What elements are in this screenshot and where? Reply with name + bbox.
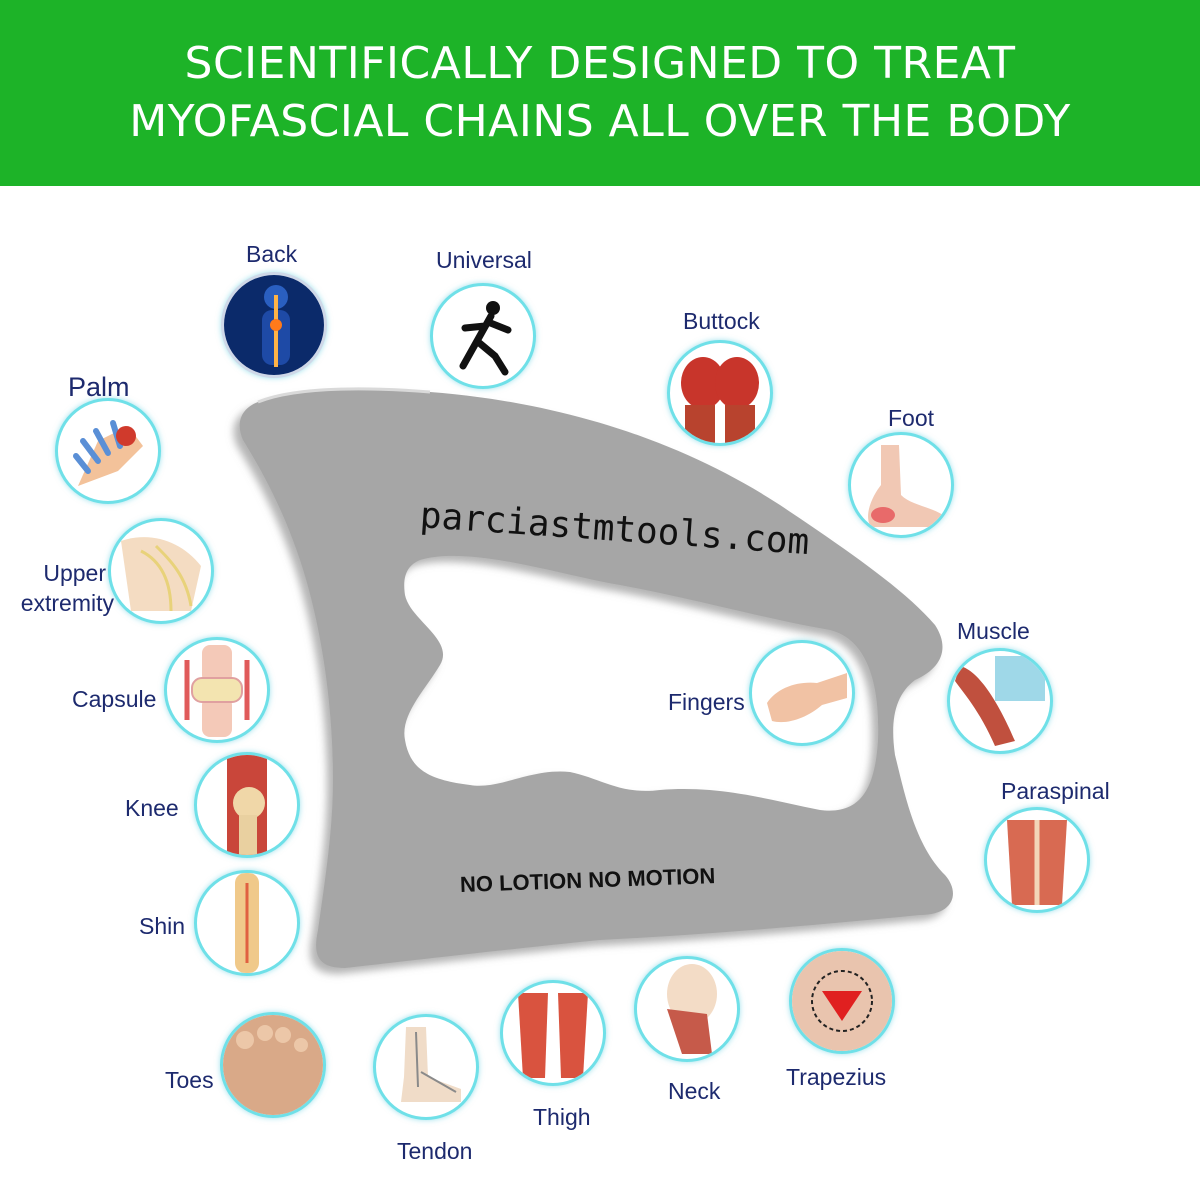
label-upper-extremity: Upper extremity <box>4 558 114 618</box>
label-back: Back <box>246 241 298 267</box>
label-upper-line-1: Upper <box>43 560 106 586</box>
palm-thumbnail <box>55 398 161 504</box>
muscle-thumbnail <box>947 648 1053 754</box>
back-thumbnail <box>221 272 327 378</box>
shin-thumbnail <box>194 870 300 976</box>
label-upper-line-2: extremity <box>20 590 114 616</box>
buttock-thumbnail <box>667 340 773 446</box>
capsule-thumbnail <box>164 637 270 743</box>
label-buttock: Buttock <box>683 308 760 334</box>
knee-thumbnail <box>194 752 300 858</box>
label-trapezius: Trapezius <box>786 1064 887 1090</box>
label-paraspinal: Paraspinal <box>1001 778 1110 804</box>
label-foot: Foot <box>888 405 935 431</box>
label-fingers: Fingers <box>668 689 745 715</box>
header-banner: SCIENTIFICALLY DESIGNED TO TREAT MYOFASC… <box>0 0 1200 186</box>
tendon-thumbnail <box>373 1014 479 1120</box>
label-neck: Neck <box>668 1078 721 1104</box>
universal-thumbnail <box>430 283 536 389</box>
label-universal: Universal <box>436 247 532 273</box>
toes-thumbnail <box>220 1012 326 1118</box>
label-toes: Toes <box>165 1067 214 1093</box>
label-muscle: Muscle <box>957 618 1030 644</box>
headline-line-2: MYOFASCIAL CHAINS ALL OVER THE BODY <box>129 96 1071 147</box>
neck-thumbnail <box>634 956 740 1062</box>
upper-extremity-thumbnail <box>108 518 214 624</box>
label-knee: Knee <box>125 795 179 821</box>
paraspinal-thumbnail <box>984 807 1090 913</box>
thigh-thumbnail <box>500 980 606 1086</box>
label-palm: Palm <box>68 372 130 402</box>
label-thigh: Thigh <box>533 1104 591 1130</box>
headline-line-1: SCIENTIFICALLY DESIGNED TO TREAT <box>184 38 1016 89</box>
fingers-thumbnail <box>749 640 855 746</box>
label-shin: Shin <box>139 913 186 939</box>
tool-body <box>239 388 953 968</box>
trapezius-thumbnail <box>789 948 895 1054</box>
label-capsule: Capsule <box>72 686 157 712</box>
label-tendon: Tendon <box>397 1138 473 1164</box>
foot-thumbnail <box>848 432 954 538</box>
